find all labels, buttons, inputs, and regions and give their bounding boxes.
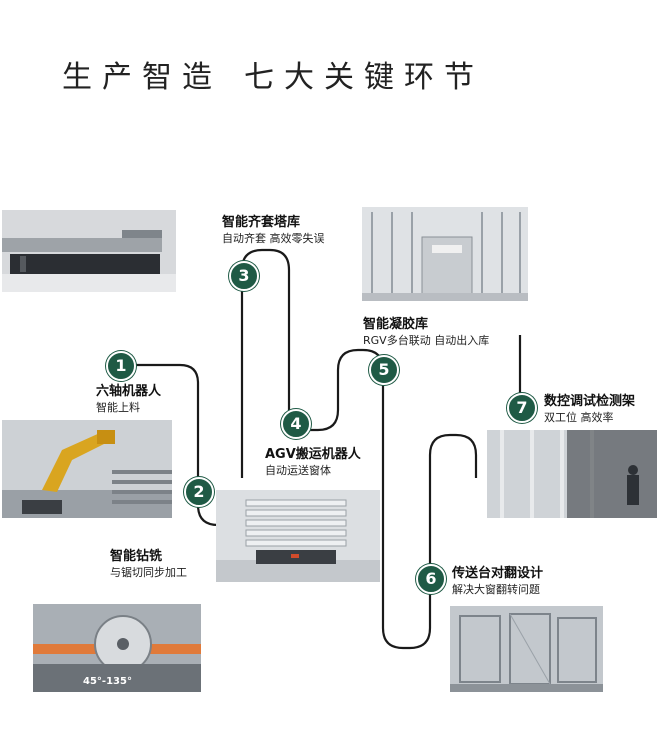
- step-7-title: 数控调试检测架: [544, 394, 636, 409]
- title-part2: 七大关键环节: [244, 60, 484, 95]
- step-badge-4: 4: [281, 409, 311, 439]
- page-title: 生产智造七大关键环节: [62, 52, 484, 96]
- step-badge-7: 7: [507, 393, 537, 423]
- photo-tower-warehouse: [362, 207, 528, 301]
- step-2-title: 智能钻铣: [110, 549, 163, 564]
- step-1-title: 六轴机器人: [96, 384, 162, 399]
- photo-transfer-table: [450, 606, 603, 692]
- step-1-subtitle: 智能上料: [96, 401, 140, 414]
- step-7-subtitle: 双工位 高效率: [544, 411, 614, 424]
- step-badge-3: 3: [229, 261, 259, 291]
- step-3-subtitle: 自动齐套 高效零失误: [222, 232, 325, 245]
- photo-test-rack: [487, 430, 657, 518]
- step-2-subtitle: 与锯切同步加工: [110, 566, 187, 579]
- step-badge-1: 1: [106, 351, 136, 381]
- step-5-title: 智能凝胶库: [363, 317, 429, 332]
- step-badge-5: 5: [369, 355, 399, 385]
- photo-drill-mill: 45°-135°: [33, 604, 201, 692]
- step-5-subtitle: RGV多台联动 自动出入库: [363, 334, 490, 347]
- step-4-subtitle: 自动运送窗体: [265, 464, 331, 477]
- saw-angle-label: 45°-135°: [83, 676, 132, 687]
- step-6-subtitle: 解决大窗翻转问题: [452, 583, 540, 596]
- step-4-title: AGV搬运机器人: [265, 447, 361, 462]
- photo-top-left-machine: [2, 210, 176, 292]
- step-3-title: 智能齐套塔库: [222, 215, 301, 230]
- photo-six-axis-robot: [2, 420, 172, 518]
- photo-agv-robot: [216, 490, 380, 582]
- step-badge-6: 6: [416, 564, 446, 594]
- title-part1: 生产智造: [62, 60, 222, 95]
- step-6-title: 传送台对翻设计: [452, 566, 544, 581]
- step-badge-2: 2: [184, 477, 214, 507]
